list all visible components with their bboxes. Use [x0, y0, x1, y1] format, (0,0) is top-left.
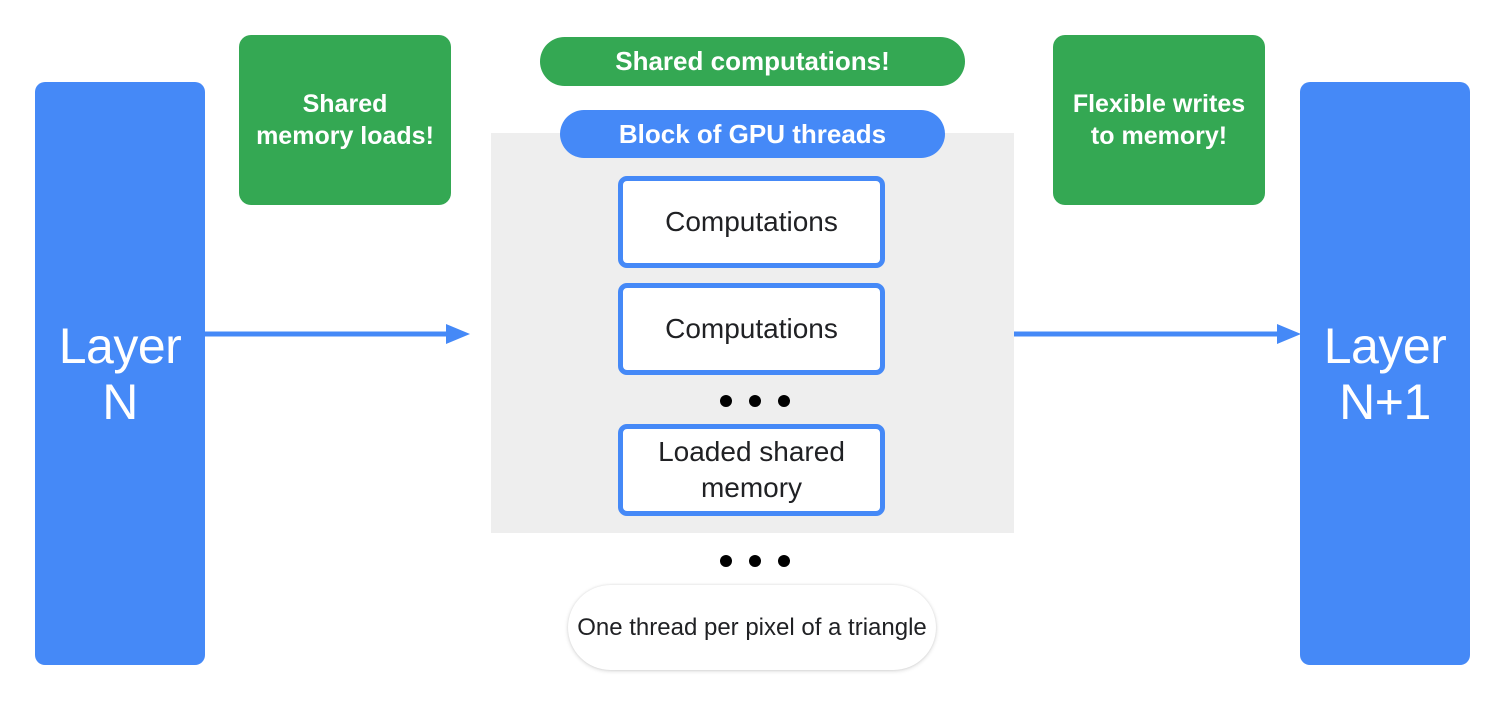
thread-box-loaded-shared-memory: Loaded shared memory	[618, 424, 885, 516]
note-one-thread-per-pixel: One thread per pixel of a triangle	[568, 585, 936, 670]
layer-n-plus-1-block: Layer N+1	[1300, 82, 1470, 665]
callout-flexible-writes-to-memory-label: Flexible writes to memory!	[1072, 90, 1246, 150]
pill-block-of-gpu-threads-label: Block of GPU threads	[618, 118, 887, 149]
note-one-thread-per-pixel-label: One thread per pixel of a triangle	[577, 613, 927, 641]
ellipsis-outer-icon	[720, 555, 790, 567]
ellipsis-inner-icon	[720, 395, 790, 407]
callout-shared-memory-loads: Shared memory loads!	[239, 35, 451, 205]
thread-box-loaded-shared-memory-label: Loaded shared memory	[658, 436, 845, 503]
ellipsis-dot	[720, 395, 732, 407]
layer-n-label: Layer N	[58, 317, 182, 430]
thread-box-computations-1: Computations	[618, 176, 885, 268]
ellipsis-dot	[749, 395, 761, 407]
pill-shared-computations: Shared computations!	[540, 37, 965, 86]
ellipsis-dot	[778, 395, 790, 407]
pill-shared-computations-label: Shared computations!	[615, 46, 890, 76]
thread-box-computations-1-label: Computations	[665, 206, 838, 238]
ellipsis-dot	[749, 555, 761, 567]
layer-n-block: Layer N	[35, 82, 205, 665]
arrow-layer-n-to-block-icon	[205, 324, 470, 344]
ellipsis-dot	[720, 555, 732, 567]
callout-shared-memory-loads-label: Shared memory loads!	[256, 90, 434, 150]
thread-box-computations-2-label: Computations	[665, 313, 838, 345]
thread-box-computations-2: Computations	[618, 283, 885, 375]
layer-n-plus-1-label: Layer N+1	[1323, 317, 1447, 430]
pill-block-of-gpu-threads: Block of GPU threads	[560, 110, 945, 158]
ellipsis-dot	[778, 555, 790, 567]
callout-flexible-writes-to-memory: Flexible writes to memory!	[1053, 35, 1265, 205]
arrow-block-to-layer-n1-icon	[1014, 324, 1301, 344]
